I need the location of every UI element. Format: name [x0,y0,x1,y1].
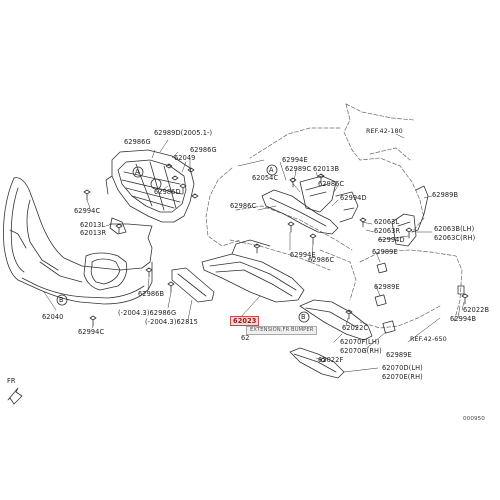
part-label-62049[interactable]: 62049 [174,154,196,162]
extension-fr-bumper [201,239,305,303]
callout-letter-a-left: A [135,168,140,176]
clips-right [253,173,469,363]
front-direction-arrow [7,387,23,405]
part-label-62994b[interactable]: 62994B [450,315,477,323]
license-plate-bracket [171,267,215,303]
upper-bumper-support [261,175,359,235]
part-label-62989c[interactable]: 62989C [285,165,312,173]
part-label-62989e-mid[interactable]: 62989E [372,248,398,256]
part-label-62989b[interactable]: 62989B [432,191,459,199]
lower-molding-62070 [289,299,373,379]
side-bracket-62063 [391,185,429,247]
leader-lines-left [43,139,193,329]
fastener-bolts-left [83,163,199,327]
part-label-62986d[interactable]: 62986D [154,188,181,196]
part-label-62989e-low[interactable]: 62989E [386,351,412,359]
part-label-62994e-mid[interactable]: 62994E [290,251,316,259]
ref-label-42-650[interactable]: REF.42-650 [410,335,447,343]
part-label-62070g[interactable]: 62070G(RH) [340,347,382,355]
part-label-62-partial[interactable]: 62 [241,334,250,342]
part-label-62994d-lower[interactable]: 62994D [378,236,405,244]
part-label-62986g-top[interactable]: 62986G [124,138,151,146]
part-label-62070e[interactable]: 62070E(RH) [382,373,423,381]
callout-letter-b-right: B [301,313,306,321]
callout-b-left [56,294,68,306]
front-bumper-fascia [3,177,153,305]
part-label-62023-highlighted[interactable]: 62023 [230,316,260,326]
part-label-62986c-left[interactable]: 62986C [230,202,257,210]
bracket-62013 [109,217,127,235]
part-label-62022f[interactable]: 62022F [318,356,344,364]
part-label-62054c[interactable]: 62054C [252,174,279,182]
callout-letter-a-right: A [269,166,274,174]
body-structure-outline [205,103,463,329]
tooltip-extension-fr-bumper: EXTENSION,FR BUMPER [246,326,318,335]
part-label-62063r[interactable]: 62063R [374,227,401,235]
part-label-62986c-mid[interactable]: 62986C [318,180,345,188]
callout-letter-b-left: B [59,296,64,304]
part-label-62022c[interactable]: 62022C [342,324,369,332]
part-label-62994e-top[interactable]: 62994E [282,156,308,164]
diagram-code: 000950 [463,416,485,422]
ref-label-42-180[interactable]: REF.42-180 [366,127,403,135]
part-label-62815[interactable]: (-2004.3)62815 [145,318,198,326]
part-label-62063l[interactable]: 62063L [374,218,400,226]
part-label-62989d-2005[interactable]: 62989D(2005.1-) [154,129,213,137]
part-label-62994c[interactable]: 62994C [74,207,101,215]
part-label-62063b[interactable]: 62063B(LH) [434,225,475,233]
part-label-62986c-lower[interactable]: 62986C [308,256,335,264]
part-label-62994d[interactable]: 62994D [340,194,367,202]
part-label-62040[interactable]: 62040 [42,313,64,321]
part-label-62063c[interactable]: 62063C(RH) [434,234,476,242]
callout-a-right [266,164,278,176]
callout-a-left [132,166,144,178]
part-label-62070f[interactable]: 62070F(LH) [340,338,380,346]
part-label-62022b[interactable]: 62022B [463,306,490,314]
part-label-62070d[interactable]: 62070D(LH) [382,364,423,372]
leader-lines-right [237,133,465,373]
part-label-62989e-right[interactable]: 62989E [374,283,400,291]
callout-b-right [298,311,310,323]
part-label-62986g-right[interactable]: 62986G [190,146,217,154]
part-label-62994c-lower[interactable]: 62994C [78,328,105,336]
part-label-62013r[interactable]: 62013R [80,229,107,237]
part-label-62986g-2004[interactable]: (-2004.3)62986G [118,309,177,317]
part-label-62013b[interactable]: 62013B [313,165,340,173]
part-label-62986b[interactable]: 62986B [138,290,165,298]
front-direction-label: FR [7,377,16,385]
part-label-62013l[interactable]: 62013L [80,221,106,229]
